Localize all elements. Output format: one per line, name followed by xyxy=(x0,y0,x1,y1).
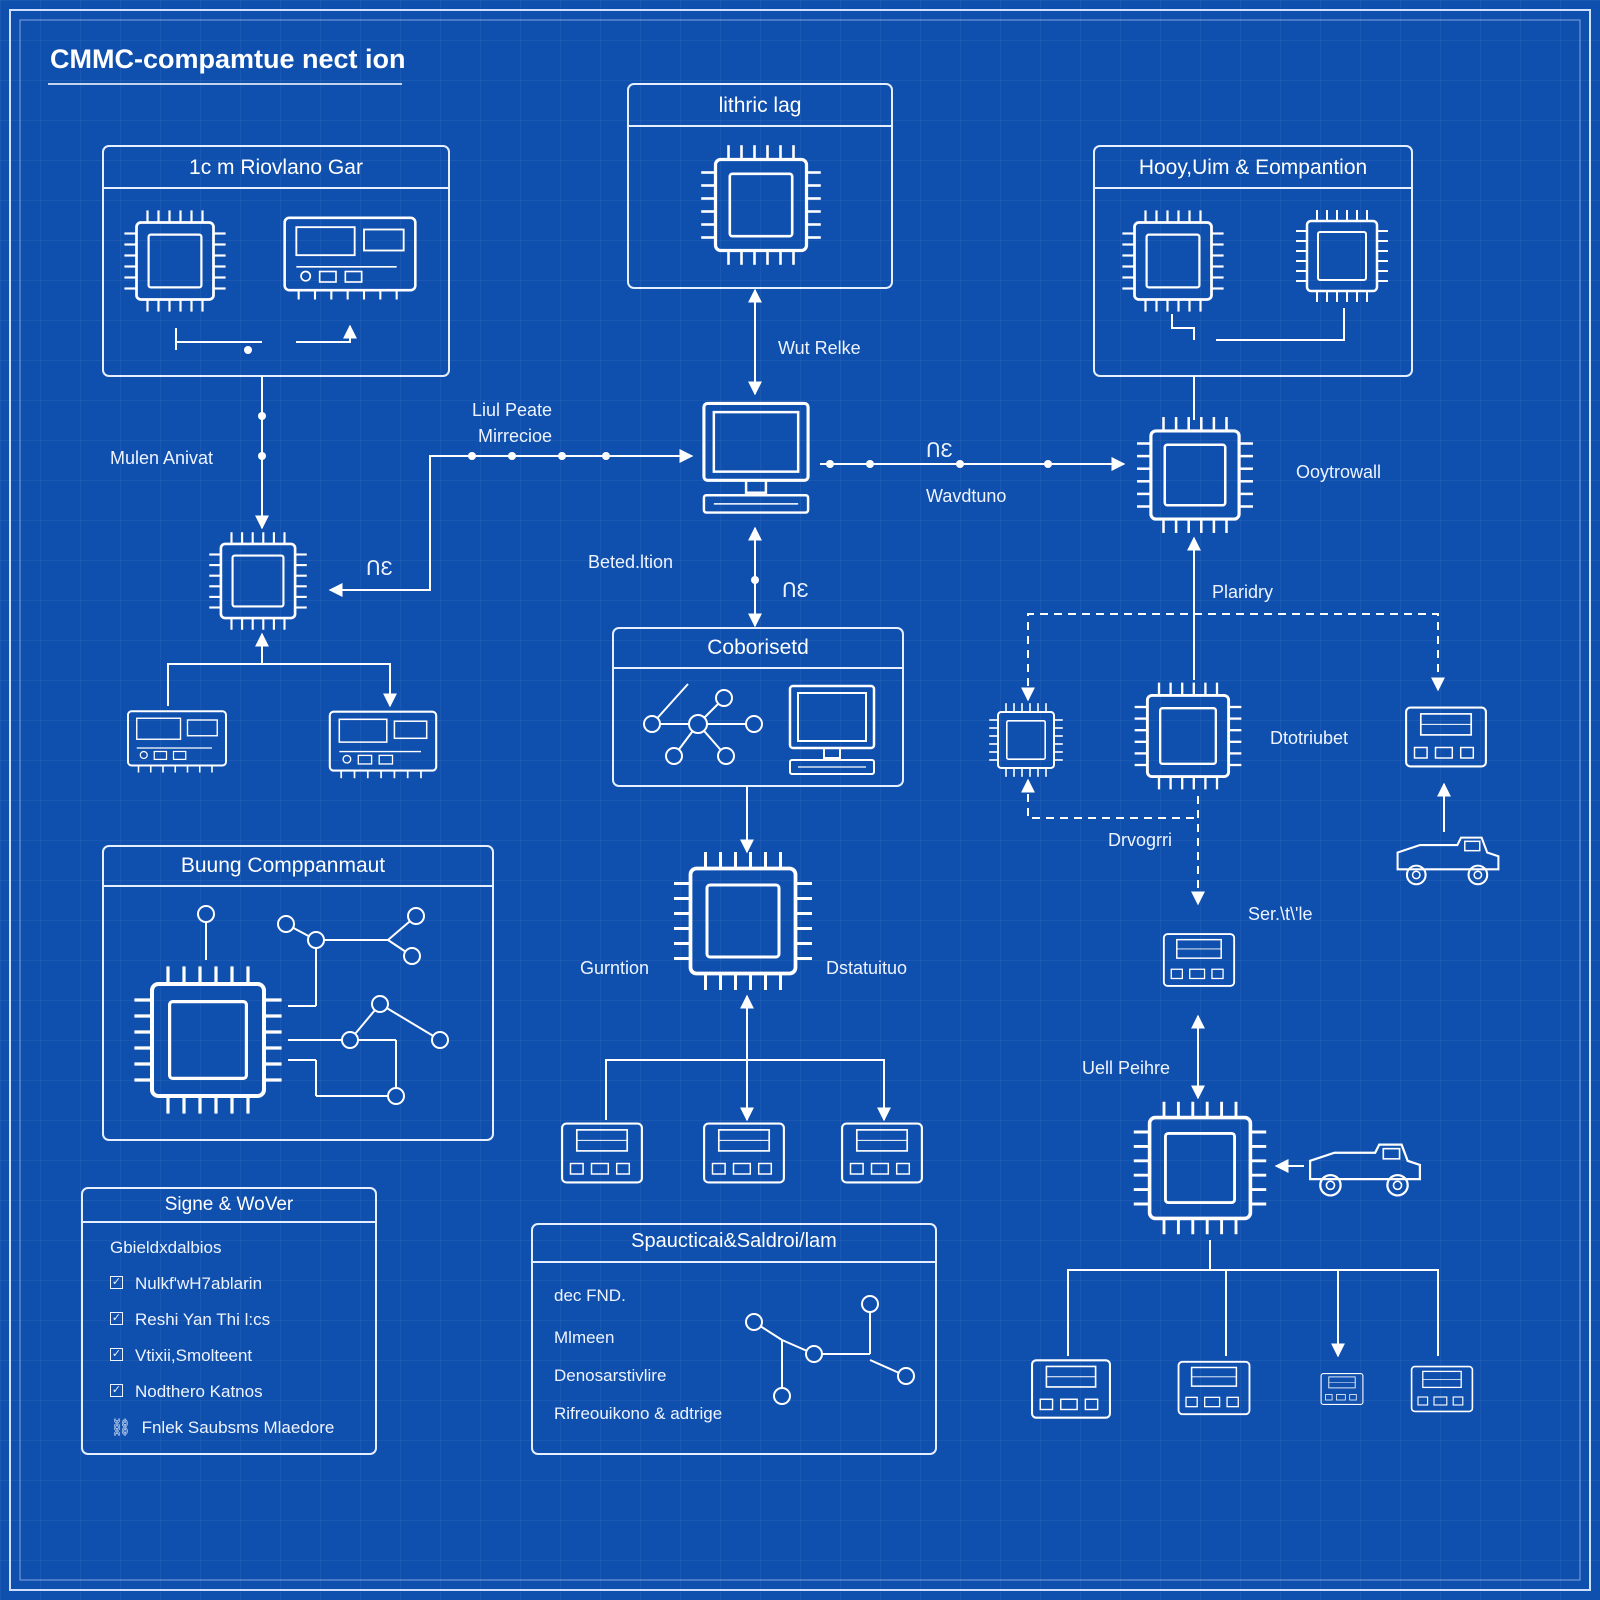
page-title: CMMC-compamtue nect ion xyxy=(50,44,406,74)
spauctical-item-4: Rifreouikono & adtrige xyxy=(554,1404,723,1423)
chip-top-center xyxy=(699,143,823,267)
spauctical-item-3: Denosarstivlire xyxy=(554,1366,667,1385)
signe-list-item-label: Nulkf'wH7ablarin xyxy=(135,1274,263,1293)
check-icon: ✓ xyxy=(110,1348,123,1362)
box-top-left xyxy=(102,145,450,377)
chip-top-left-1 xyxy=(123,209,227,313)
check-icon: ✓ xyxy=(110,1312,123,1326)
chip-center-low xyxy=(672,850,814,992)
label-glyph-c: ՈƐ xyxy=(782,580,809,602)
inner-frame xyxy=(19,19,1581,1581)
label-wut-relke: Wut Relke xyxy=(778,338,861,358)
box-title-top-right: Hooy,Uim & Eompantion xyxy=(1138,156,1368,179)
label-uell-peihre: Uell Peihre xyxy=(1082,1058,1171,1078)
board-right-c xyxy=(1404,706,1488,768)
label-wavdtuno: Wavdtuno xyxy=(926,486,1007,506)
box-top-right xyxy=(1093,145,1413,377)
box-title-spauctical: Spaucticai&Saldroi/lam xyxy=(631,1230,837,1252)
spauctical-item-2: Mlmeen xyxy=(554,1328,615,1347)
board-left-2 xyxy=(328,710,438,780)
label-drvogrri: Drvogrri xyxy=(1108,830,1173,850)
label-mirrecioe: Mirrecioe xyxy=(478,426,553,446)
module-bottom-1 xyxy=(1030,1359,1112,1419)
box-title-signe: Signe & WoVer xyxy=(164,1194,294,1215)
box-title-bottom-left: Buung Comppanmaut xyxy=(180,854,386,877)
label-gurntion: Gurntion xyxy=(580,958,650,978)
box-title-top-left: 1c m Riovlano Gar xyxy=(189,156,363,179)
signe-list-item-label: Reshi Yan Thi l:cs xyxy=(135,1310,271,1329)
label-dtotriubet: Dtotriubet xyxy=(1270,728,1349,748)
label-beted-ltion: Beted.ltion xyxy=(588,552,674,572)
signe-list-item-label: Nodthero Katnos xyxy=(135,1382,263,1401)
signe-list-item-4: ✓ Nodthero Katnos xyxy=(110,1382,263,1402)
outer-frame xyxy=(9,9,1591,1591)
signe-list-footer: ⛓ Fnlek Saubsms Mlaedore xyxy=(110,1418,334,1438)
chip-top-right-1 xyxy=(1121,209,1225,313)
chip-right-mid xyxy=(1135,415,1255,535)
link-icon: ⛓ xyxy=(110,1418,132,1437)
check-icon: ✓ xyxy=(110,1384,123,1398)
chip-top-right-2 xyxy=(1294,208,1390,304)
signe-list-footer-label: Fnlek Saubsms Mlaedore xyxy=(141,1418,335,1437)
module-bottom-3 xyxy=(1320,1372,1364,1406)
chip-right-a xyxy=(988,702,1064,778)
box-signe xyxy=(81,1187,377,1455)
module-low-3 xyxy=(840,1122,924,1184)
truck-right-2 xyxy=(1308,1143,1422,1197)
box-bottom-left xyxy=(102,845,494,1141)
network-bottom-left xyxy=(197,905,449,1105)
box-top-center xyxy=(627,83,893,289)
network-middle-center xyxy=(643,683,763,765)
label-mulen-anivat: Mulen Anivat xyxy=(110,448,214,468)
chip-right-b xyxy=(1133,681,1243,791)
chip-bottom-left xyxy=(132,964,284,1116)
label-liul-peate: Liul Peate xyxy=(472,400,553,420)
chip-left-mid xyxy=(207,530,309,632)
connectors xyxy=(167,288,1451,1356)
spauctical-item-1: dec FND. xyxy=(554,1286,626,1305)
box-spauctical xyxy=(531,1223,937,1455)
label-sernt-le: Ser.\t\'le xyxy=(1248,904,1313,924)
connector-dots xyxy=(244,346,1052,584)
chip-right-low xyxy=(1131,1099,1269,1237)
module-low-2 xyxy=(702,1122,786,1184)
central-computer xyxy=(702,401,810,515)
signe-list-item-1: ✓ Nulkf'wH7ablarin xyxy=(110,1274,262,1294)
board-right-server xyxy=(1162,932,1236,988)
signe-list-item-2: ✓ Reshi Yan Thi l:cs xyxy=(110,1310,270,1330)
check-icon: ✓ xyxy=(110,1276,123,1290)
label-ooytrowall: Ooytrowall xyxy=(1296,462,1382,482)
label-glyph-b: ՈƐ xyxy=(366,558,393,580)
box-title-top-center: lithric lag xyxy=(718,94,802,117)
box-middle-center xyxy=(612,627,904,787)
label-glyph-a: ՈƐ xyxy=(926,440,953,462)
signe-list-item-3: ✓ Vtixii,Smolteent xyxy=(110,1346,252,1366)
signe-list-item-label: Vtixii,Smolteent xyxy=(135,1346,253,1365)
module-bottom-2 xyxy=(1177,1360,1251,1416)
board-top-left-2 xyxy=(283,216,417,301)
module-low-1 xyxy=(560,1122,644,1184)
module-bottom-4 xyxy=(1410,1365,1474,1413)
monitor-middle-center xyxy=(788,684,876,776)
signe-list-header: Gbieldxdalbios xyxy=(110,1238,222,1257)
label-dstatuituo: Dstatuituo xyxy=(826,958,908,978)
box-title-middle-center: Coborisetd xyxy=(707,636,809,659)
board-left-1 xyxy=(126,710,228,774)
network-spauctical xyxy=(745,1295,915,1405)
truck-right-1 xyxy=(1396,836,1500,886)
label-plaridry: Plaridry xyxy=(1212,582,1274,602)
